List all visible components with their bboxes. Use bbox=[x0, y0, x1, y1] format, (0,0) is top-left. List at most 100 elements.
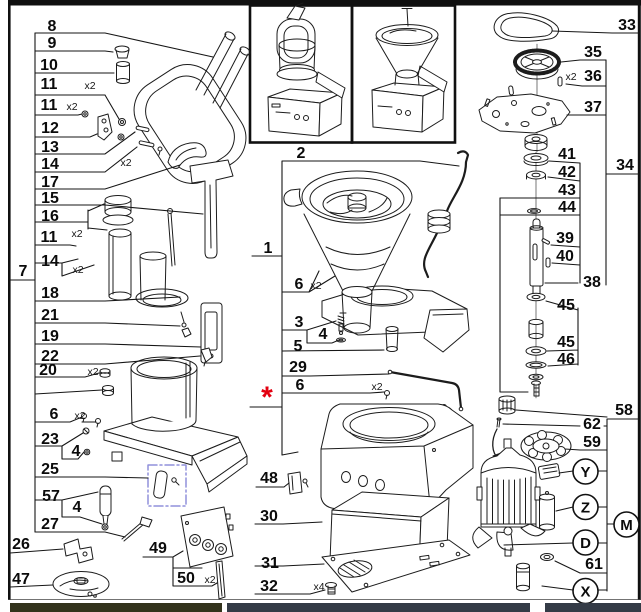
callout-36: 36 bbox=[584, 68, 602, 85]
letter-circle-M: M bbox=[613, 511, 640, 538]
callout-36-qty: x2 bbox=[565, 71, 576, 83]
motor-group-parts bbox=[472, 395, 572, 592]
letter-circles: Y Z D M X bbox=[572, 458, 640, 605]
callout-20: 20 bbox=[39, 362, 57, 379]
callout-14a: 14 bbox=[41, 156, 59, 173]
callout-43: 43 bbox=[558, 182, 576, 199]
callout-4a: 4 bbox=[72, 443, 81, 460]
highlight-pin-parts bbox=[147, 464, 187, 507]
footer-bar-middle bbox=[227, 603, 530, 612]
callout-6a-qty: x2 bbox=[74, 410, 85, 422]
footer-bars bbox=[10, 603, 641, 612]
callout-14b-qty: x2 bbox=[72, 264, 83, 276]
latch-part bbox=[287, 471, 309, 495]
callout-11a: 11 bbox=[41, 76, 58, 93]
callout-3: 3 bbox=[295, 314, 304, 331]
footer-bar-right bbox=[545, 603, 641, 612]
callout-32-qty: x4 bbox=[313, 581, 324, 593]
left-ladder-lines bbox=[9, 32, 218, 588]
callout-31: 31 bbox=[261, 555, 279, 572]
callout-34: 34 bbox=[616, 157, 634, 174]
callout-40: 40 bbox=[556, 248, 574, 265]
slicing-disc-part bbox=[52, 571, 110, 598]
callout-46: 46 bbox=[557, 351, 575, 368]
callout-19: 19 bbox=[41, 328, 59, 345]
machine-view-slicer bbox=[267, 2, 346, 137]
callout-4c: 4 bbox=[319, 326, 328, 343]
callout-8: 8 bbox=[48, 18, 57, 35]
callout-9: 9 bbox=[48, 35, 57, 52]
callout-47: 47 bbox=[12, 571, 30, 588]
panel-parts bbox=[180, 506, 234, 600]
svg-text:D: D bbox=[580, 535, 591, 552]
callout-57: 57 bbox=[42, 488, 60, 505]
callout-62: 62 bbox=[583, 416, 601, 433]
callout-42: 42 bbox=[558, 164, 576, 181]
callout-26: 26 bbox=[12, 536, 30, 553]
svg-text:M: M bbox=[620, 517, 633, 534]
callout-15: 15 bbox=[41, 190, 59, 207]
shaft-stack-parts bbox=[523, 151, 551, 399]
callout-13: 13 bbox=[41, 139, 59, 156]
callout-11b: 11 bbox=[41, 97, 58, 114]
middle-bracket-lines bbox=[249, 160, 460, 595]
callout-22: 22 bbox=[41, 348, 59, 365]
callout-20-qty: x2 bbox=[87, 366, 98, 378]
lever-arm-parts bbox=[167, 142, 234, 259]
callout-37: 37 bbox=[584, 99, 602, 116]
callout-6a: 6 bbox=[50, 406, 59, 423]
highlight-dashed-box bbox=[147, 464, 187, 507]
callout-4b: 4 bbox=[73, 499, 82, 516]
callout-27: 27 bbox=[41, 516, 59, 533]
callout-38: 38 bbox=[583, 274, 601, 291]
callout-11c-qty: x2 bbox=[71, 228, 82, 240]
callout-45b: 45 bbox=[557, 334, 575, 351]
callout-11b-qty: x2 bbox=[66, 101, 77, 113]
callout-11c: 11 bbox=[41, 229, 58, 246]
callout-14b: 14 bbox=[41, 253, 59, 270]
callout-39: 39 bbox=[556, 230, 574, 247]
callout-16: 16 bbox=[41, 208, 59, 225]
callout-6b-qty: x2 bbox=[310, 280, 321, 292]
plunger-rod-parts bbox=[63, 485, 153, 564]
callout-41: 41 bbox=[558, 146, 576, 163]
belt-pulley-parts bbox=[478, 12, 571, 153]
svg-text:Y: Y bbox=[580, 464, 590, 481]
callout-6c-qty: x2 bbox=[371, 381, 382, 393]
callout-2: 2 bbox=[297, 145, 306, 162]
callout-35: 35 bbox=[584, 44, 602, 61]
callout-1: 1 bbox=[264, 240, 273, 257]
callout-61: 61 bbox=[585, 556, 603, 573]
right-bracket-lines bbox=[499, 30, 640, 592]
callout-12: 12 bbox=[41, 120, 59, 137]
callout-48: 48 bbox=[260, 470, 278, 487]
letter-circle-X: X bbox=[572, 577, 599, 605]
reference-view-box-2 bbox=[350, 4, 457, 144]
pusher-cylinder-parts bbox=[102, 195, 134, 301]
callout-58: 58 bbox=[615, 402, 633, 419]
page-frame bbox=[8, 0, 641, 600]
callout-21: 21 bbox=[41, 307, 59, 324]
callout-59: 59 bbox=[583, 434, 601, 451]
shaft-cup-parts bbox=[135, 208, 192, 338]
funnel-assembly-parts bbox=[283, 170, 470, 353]
callout-50-qty: x2 bbox=[204, 574, 215, 586]
slide-plate-parts bbox=[200, 302, 223, 367]
callout-44: 44 bbox=[558, 199, 576, 216]
callout-29: 29 bbox=[289, 359, 307, 376]
machine-view-funnel bbox=[371, 8, 448, 133]
callout-6c: 6 bbox=[296, 377, 305, 394]
callout-14a-qty: x2 bbox=[120, 157, 131, 169]
callout-18: 18 bbox=[41, 285, 59, 302]
callout-6b: 6 bbox=[295, 276, 304, 293]
callout-labels: 8 9 10 11 x2 11 x2 12 13 14 x2 17 15 16 … bbox=[12, 17, 636, 595]
callout-7: 7 bbox=[19, 263, 28, 280]
pusher-rod-part bbox=[422, 150, 470, 279]
svg-text:X: X bbox=[580, 584, 590, 601]
callout-32: 32 bbox=[260, 578, 278, 595]
callout-50: 50 bbox=[177, 570, 195, 587]
svg-text:Z: Z bbox=[581, 500, 590, 517]
letter-circle-Z: Z bbox=[572, 493, 599, 521]
callout-49: 49 bbox=[149, 540, 167, 557]
